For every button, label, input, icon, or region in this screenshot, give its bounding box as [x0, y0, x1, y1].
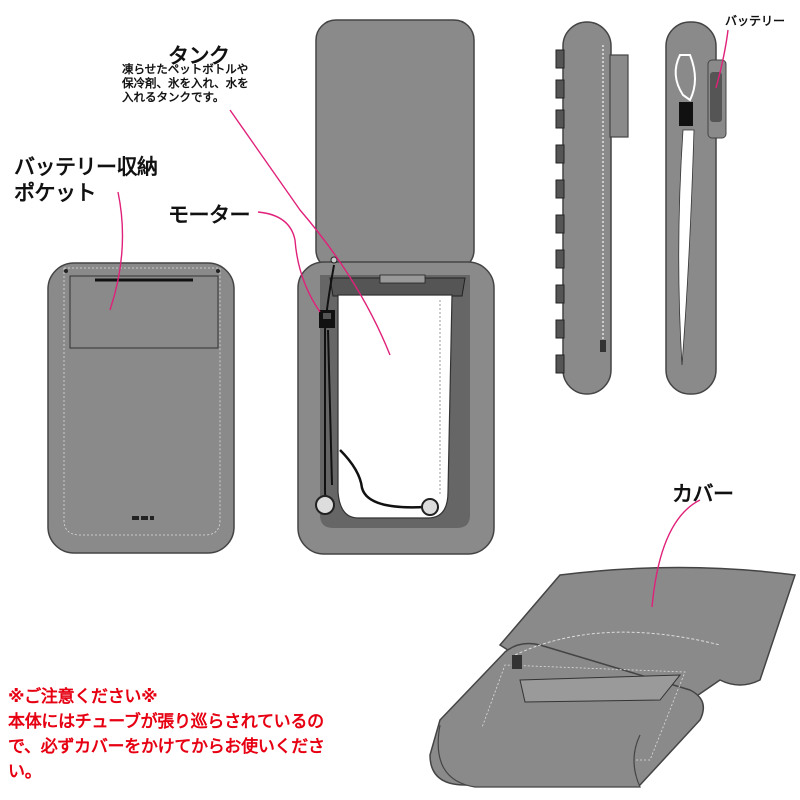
- front-open-view: [297, 19, 495, 555]
- cover-view: [429, 566, 796, 788]
- caution-line-2: で、必ずカバーをかけてからお使いくださ: [8, 737, 325, 757]
- caution-line-1: 本体にはチューブが張り巡らされているの: [8, 712, 324, 732]
- leader-tank: [229, 109, 391, 356]
- leader-cover: [651, 499, 701, 608]
- leader-battery: [715, 29, 729, 89]
- caution-notice: ※ご注意ください※ 本体にはチューブが張り巡らされているの で、必ずカバーをかけ…: [8, 685, 325, 785]
- side-view-left: [555, 21, 629, 395]
- tank-desc-line-1: 凍らせたペットボトルや: [122, 62, 249, 76]
- label-tank: タンク: [168, 44, 230, 68]
- tank-description: 凍らせたペットボトルや 保冷剤、氷を入れ、水を 入れるタンクです。: [122, 62, 249, 104]
- caution-title: ※ご注意ください※: [8, 687, 158, 707]
- battery-pocket-line-2: ポケット: [14, 181, 96, 205]
- tank-desc-line-3: 入れるタンクです。: [122, 90, 225, 104]
- leader-battery-pocket: [109, 191, 124, 311]
- label-battery-pocket: バッテリー収納 ポケット: [14, 154, 158, 206]
- zipper-pull: [132, 516, 154, 520]
- side-view-right: [665, 21, 727, 395]
- back-view-vest: [47, 262, 235, 554]
- label-battery: バッテリー: [725, 14, 786, 28]
- battery-pocket-line-1: バッテリー収納: [14, 155, 158, 179]
- label-cover: カバー: [672, 482, 734, 506]
- leader-motor: [257, 211, 321, 313]
- caution-line-3: い。: [8, 762, 42, 782]
- label-motor: モーター: [168, 203, 251, 227]
- tank-desc-line-2: 保冷剤、氷を入れ、水を: [122, 76, 249, 90]
- leader-lines: [109, 29, 729, 608]
